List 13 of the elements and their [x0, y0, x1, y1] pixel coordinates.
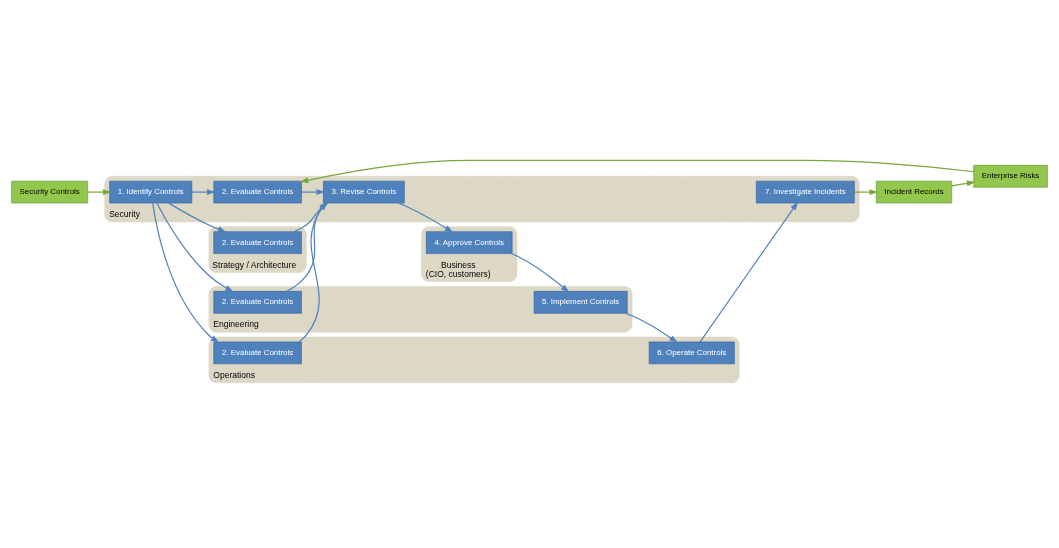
arrow	[191, 189, 216, 196]
arrow	[853, 189, 879, 196]
arrow	[951, 180, 976, 187]
arrow	[156, 202, 234, 293]
arrow	[300, 189, 326, 196]
arrow	[511, 253, 570, 293]
arrow	[625, 312, 678, 343]
arrow	[168, 202, 227, 233]
arrow	[87, 189, 112, 196]
arrow	[152, 202, 220, 343]
arrow	[699, 201, 798, 343]
arrow	[299, 159, 975, 184]
arrow	[398, 202, 454, 233]
